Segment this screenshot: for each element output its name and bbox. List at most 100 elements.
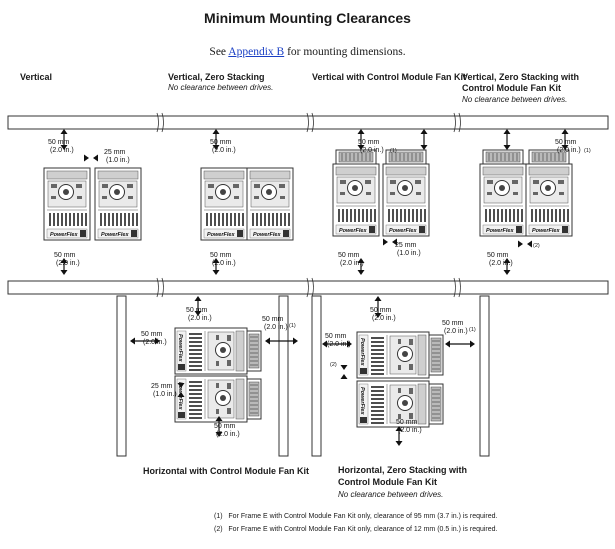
arrowhead <box>420 145 428 150</box>
clearance-label: 50 mm <box>210 139 232 146</box>
clearance-label: (1) <box>469 327 476 333</box>
arrowhead <box>265 337 270 345</box>
arrowhead <box>155 337 160 345</box>
arrowhead <box>60 270 68 275</box>
clearance-label: 25 mm <box>151 383 173 390</box>
clearance-label: (1) <box>289 323 296 329</box>
arrowhead <box>420 129 428 134</box>
clearance-label: 50 mm <box>358 139 380 146</box>
footnote-2: (2) For Frame E with Control Module Fan … <box>214 526 498 533</box>
clearance-label: 50 mm <box>210 252 232 259</box>
footnote-1: (1) For Frame E with Control Module Fan … <box>214 513 498 520</box>
arrowhead <box>561 129 569 134</box>
arrowhead <box>215 432 223 437</box>
clearance-label: 50 mm <box>555 139 577 146</box>
clearance-label: (2.0 in.) <box>56 260 80 267</box>
clearance-label: (2.0 in.) <box>489 260 513 267</box>
arrowhead <box>383 238 388 246</box>
section-label-horizontal-zero-fan-1: Horizontal, Zero Stacking with <box>338 465 468 475</box>
arrowhead <box>374 296 382 301</box>
arrowhead <box>60 129 68 134</box>
rail-break-mark <box>156 112 164 133</box>
drive-unit <box>43 167 91 241</box>
rail-break-mark <box>453 112 461 133</box>
arrowhead <box>60 145 68 150</box>
arrowhead <box>212 129 220 134</box>
arrowhead <box>347 340 352 348</box>
clearance-label: 50 mm <box>214 423 236 430</box>
arrowhead <box>392 238 397 246</box>
arrowhead <box>503 270 511 275</box>
arrowhead <box>212 145 220 150</box>
clearance-label: (2.0 in.) <box>50 147 74 154</box>
clearance-label: 50 mm <box>487 252 509 259</box>
clearance-label: (1) <box>390 148 397 154</box>
clearance-label: 50 mm <box>370 307 392 314</box>
clearance-label: (2.0 in.) <box>398 427 422 434</box>
arrowhead <box>561 145 569 150</box>
rail-break-mark <box>306 112 314 133</box>
arrowhead <box>518 240 523 248</box>
section-label-vertical-zero: Vertical, Zero Stacking <box>168 72 265 82</box>
mounting-rail-vertical <box>479 295 490 457</box>
section-note-vertical-zero-fan: No clearance between drives. <box>462 95 568 104</box>
clearance-label: (2.0 in.) <box>327 341 351 348</box>
mounting-rail-vertical <box>116 295 127 457</box>
arrowhead <box>177 392 185 397</box>
clearance-label: 50 mm <box>54 252 76 259</box>
arrowhead <box>357 145 365 150</box>
clearance-label: (2.0 in.) <box>372 315 396 322</box>
drive-unit <box>383 150 429 236</box>
drive-unit <box>357 332 443 378</box>
arrowhead <box>215 416 223 421</box>
clearance-label: (2.0 in.) <box>360 147 384 154</box>
clearance-label: 50 mm <box>141 331 163 338</box>
drive-unit <box>333 150 379 236</box>
clearance-label: (2.0 in.) <box>216 431 240 438</box>
arrowhead <box>357 270 365 275</box>
section-label-vertical-fan: Vertical with Control Module Fan Kit <box>312 72 467 82</box>
section-label-horizontal-fan: Horizontal with Control Module Fan Kit <box>143 466 309 476</box>
clearance-label: (2) <box>330 362 337 368</box>
arrowhead <box>177 383 185 388</box>
drive-unit <box>94 167 142 241</box>
rail-break-mark <box>306 277 314 298</box>
clearance-label: 50 mm <box>186 307 208 314</box>
appendix-b-link[interactable]: Appendix B <box>228 46 285 58</box>
clearance-label: 50 mm <box>48 139 70 146</box>
arrowhead <box>194 311 202 316</box>
arrowhead <box>212 258 220 263</box>
rail-break-mark <box>453 277 461 298</box>
clearance-label: 50 mm <box>262 316 284 323</box>
clearance-label: (2.0 in.) <box>444 328 468 335</box>
arrowhead <box>340 374 348 379</box>
clearance-label: (1.0 in.) <box>106 157 130 164</box>
clearance-label: (2.0 in.) <box>212 260 236 267</box>
clearance-arrows <box>60 129 569 446</box>
arrowhead <box>395 426 403 431</box>
arrowhead <box>374 313 382 318</box>
rail-break-mark <box>156 277 164 298</box>
subtitle: See Appendix B for mounting dimensions. <box>209 46 406 58</box>
clearance-label: (1) <box>584 148 591 154</box>
drive-unit <box>246 167 294 241</box>
section-label-vertical-zero-fan-1: Vertical, Zero Stacking with <box>462 72 580 82</box>
arrowhead <box>212 270 220 275</box>
arrowhead <box>93 154 98 162</box>
clearance-label: (1.0 in.) <box>397 250 421 257</box>
clearance-label: 50 mm <box>338 252 360 259</box>
mounting-surfaces <box>7 112 609 457</box>
drive-unit <box>175 376 261 422</box>
arrowhead <box>445 340 450 348</box>
section-label-vertical-zero-fan-2: Control Module Fan Kit <box>462 83 561 93</box>
clearance-label: (2.0 in.) <box>557 147 581 154</box>
arrowhead <box>130 337 135 345</box>
clearance-label: (2.0 in.) <box>264 324 288 331</box>
arrowhead <box>503 258 511 263</box>
arrowhead <box>293 337 298 345</box>
arrowhead <box>503 129 511 134</box>
clearance-label: (2) <box>533 243 540 249</box>
arrowhead <box>503 145 511 150</box>
